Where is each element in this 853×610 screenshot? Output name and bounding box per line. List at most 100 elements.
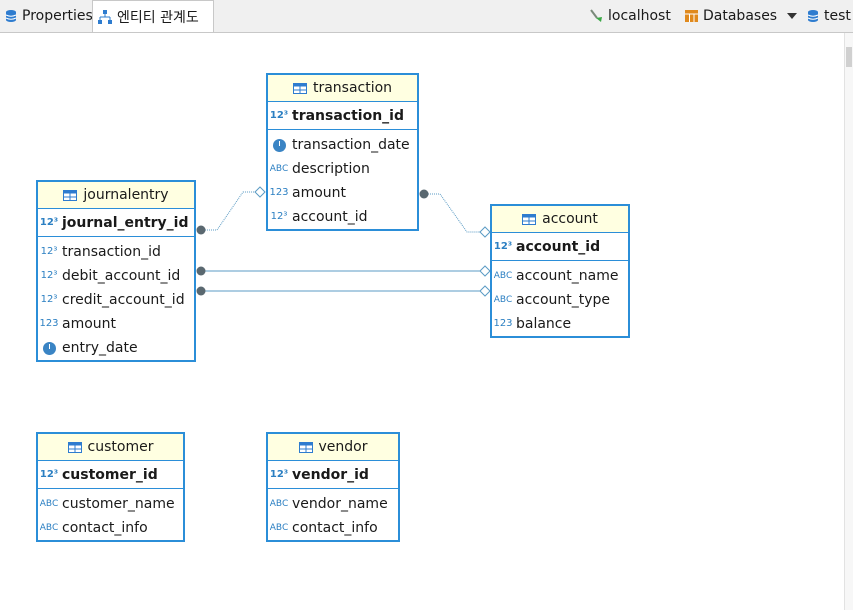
link-icon: 12³: [40, 270, 58, 281]
text-type-icon: ABC: [493, 294, 513, 305]
column-name: balance: [516, 316, 572, 332]
schema-label: test: [824, 8, 851, 24]
relation-end-diamond: [479, 226, 491, 238]
primary-key-column[interactable]: 12³ vendor_id: [268, 461, 398, 489]
entity-header[interactable]: vendor: [268, 434, 398, 461]
column-name: account_id: [292, 209, 368, 225]
column-name: vendor_id: [292, 466, 369, 483]
text-type-icon: ABC: [493, 270, 513, 281]
relation-end-dot: [196, 225, 206, 235]
entity-name: customer: [87, 439, 154, 455]
editor-toolbar: Properties 엔티티 관계도 localhost Databases t…: [0, 0, 853, 33]
connection-label: localhost: [608, 8, 671, 24]
entity-name: vendor: [318, 439, 368, 455]
key-icon: 12³: [493, 240, 513, 252]
vertical-scrollbar[interactable]: [844, 33, 853, 610]
key-icon: 12³: [39, 468, 59, 480]
text-type-icon: ABC: [269, 498, 289, 509]
column-name: amount: [62, 316, 117, 332]
column-name: transaction_date: [292, 137, 410, 153]
relation-end-diamond: [254, 186, 266, 198]
key-icon: 12³: [39, 216, 59, 228]
key-icon: 12³: [269, 468, 289, 480]
primary-key-column[interactable]: 12³ account_id: [492, 233, 628, 261]
relation-line[interactable]: [201, 191, 260, 231]
tab-erd[interactable]: 엔티티 관계도: [92, 0, 214, 32]
numeric-type-icon: 123: [493, 318, 513, 329]
text-type-icon: ABC: [269, 163, 289, 174]
table-icon: [63, 189, 78, 201]
tab-properties-label: Properties: [22, 8, 93, 24]
entity-name: journalentry: [83, 187, 169, 203]
primary-key-column[interactable]: 12³ transaction_id: [268, 102, 417, 130]
column-row[interactable]: transaction_date: [268, 133, 417, 157]
entity-header[interactable]: customer: [38, 434, 183, 461]
chevron-down-icon[interactable]: [787, 0, 797, 32]
column-name: contact_info: [62, 520, 148, 536]
relationship-links: [196, 186, 491, 297]
numeric-type-icon: 123: [39, 318, 59, 329]
column-name: journal_entry_id: [62, 214, 189, 231]
connection-selector[interactable]: localhost: [588, 0, 671, 32]
table-icon: [67, 441, 82, 453]
databases-label: Databases: [703, 8, 778, 24]
entity-header[interactable]: journalentry: [38, 182, 194, 209]
relation-end-dot: [196, 266, 206, 276]
entity-header[interactable]: account: [492, 206, 628, 233]
column-name: account_id: [516, 238, 601, 255]
relation-end-dot: [419, 189, 429, 199]
text-type-icon: ABC: [269, 522, 289, 533]
diagram-canvas[interactable]: transaction 12³ transaction_id transacti…: [0, 33, 845, 610]
column-name: entry_date: [62, 340, 138, 356]
link-icon: 12³: [40, 246, 58, 257]
link-icon: 12³: [40, 294, 58, 305]
numeric-type-icon: 123: [269, 187, 289, 198]
entity-transaction[interactable]: transaction 12³ transaction_id transacti…: [266, 73, 419, 231]
column-row[interactable]: 12³ credit_account_id: [38, 288, 194, 312]
text-type-icon: ABC: [39, 522, 59, 533]
key-icon: 12³: [269, 109, 289, 121]
clock-icon: [40, 341, 58, 355]
column-name: description: [292, 161, 370, 177]
primary-key-column[interactable]: 12³ journal_entry_id: [38, 209, 194, 237]
entity-name: account: [542, 211, 598, 227]
column-row[interactable]: entry_date: [38, 336, 194, 360]
column-name: credit_account_id: [62, 292, 185, 308]
tab-erd-label: 엔티티 관계도: [117, 9, 199, 26]
databases-selector[interactable]: Databases: [684, 0, 777, 32]
clock-icon: [270, 138, 288, 152]
relation-end-dot: [196, 286, 206, 296]
column-name: customer_name: [62, 496, 175, 512]
scrollbar-thumb[interactable]: [846, 47, 852, 67]
column-name: account_name: [516, 268, 619, 284]
tab-properties[interactable]: Properties: [0, 0, 97, 32]
entity-header[interactable]: transaction: [268, 75, 417, 102]
text-type-icon: ABC: [39, 498, 59, 509]
table-icon: [292, 82, 307, 94]
database-icon: [4, 9, 18, 23]
schema-selector[interactable]: test: [806, 0, 851, 32]
primary-key-column[interactable]: 12³ customer_id: [38, 461, 183, 489]
relation-line[interactable]: [424, 193, 485, 233]
erd-icon: [97, 9, 113, 25]
column-name: contact_info: [292, 520, 378, 536]
column-name: vendor_name: [292, 496, 388, 512]
column-name: transaction_id: [292, 107, 404, 124]
